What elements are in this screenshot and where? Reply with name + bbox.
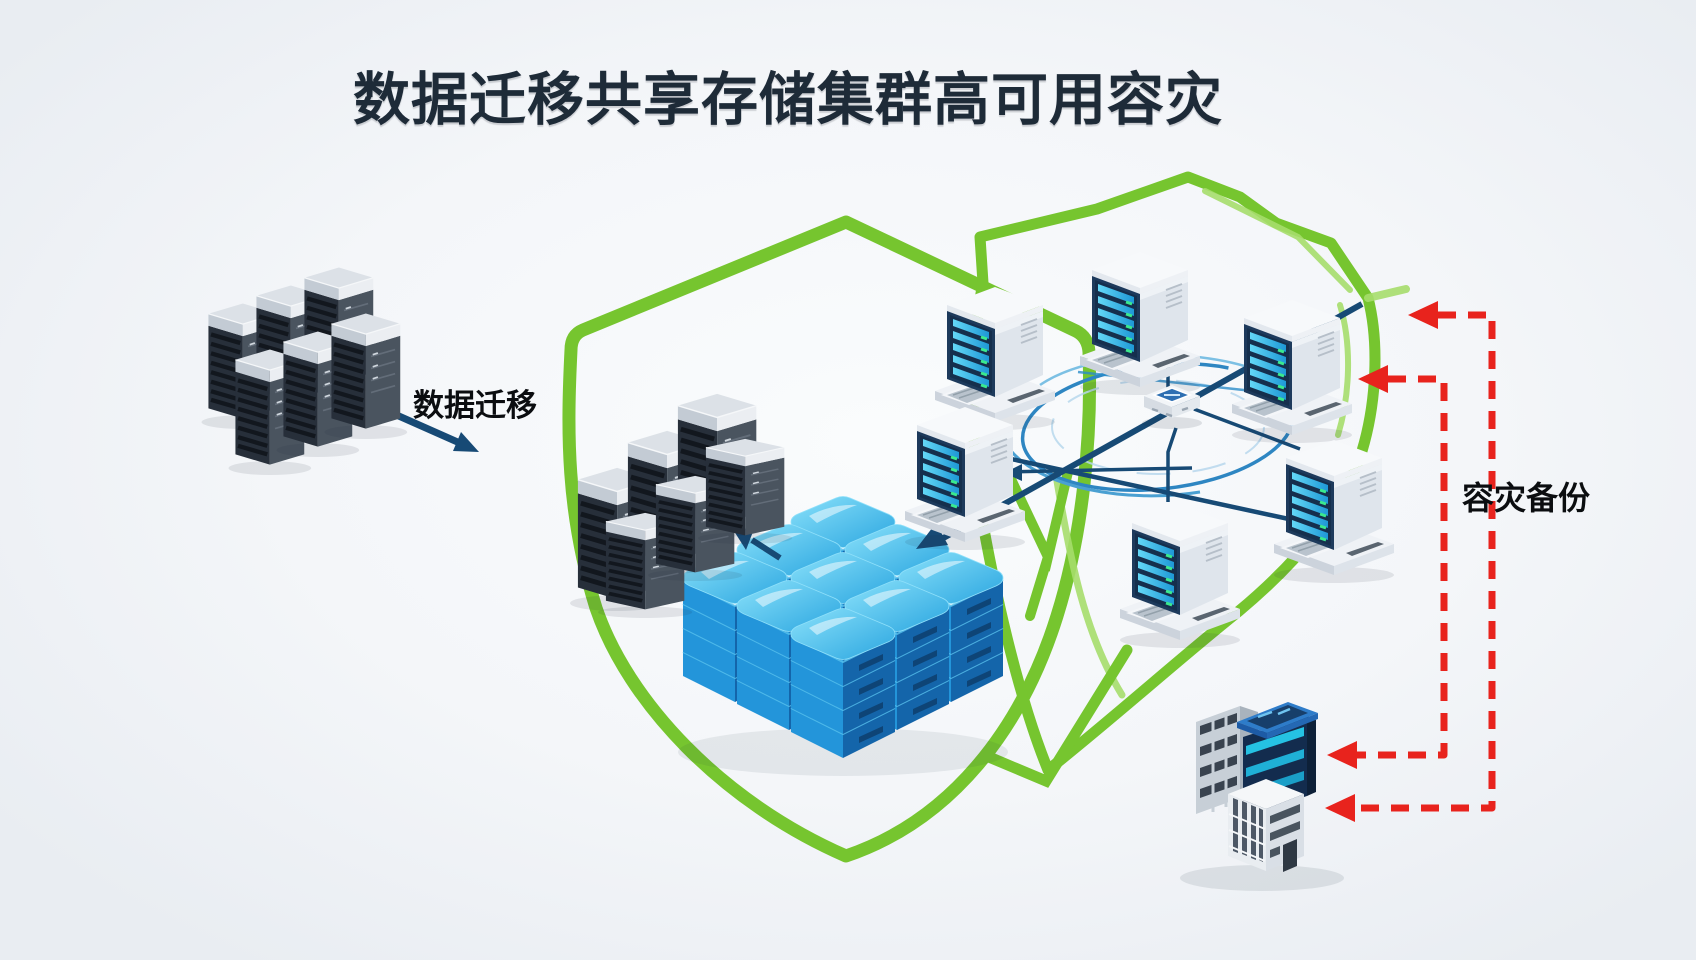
ring-dashed	[1051, 379, 1265, 475]
dr-backup-path-inner	[1357, 375, 1448, 759]
dr-site-buildings	[1180, 702, 1344, 891]
link-horizontal	[1005, 466, 1193, 474]
dr-backup-path-outer	[1355, 311, 1496, 812]
storage-cluster-cubes	[678, 497, 1008, 776]
shield-left	[562, 215, 1097, 863]
link-bottom-drop	[1166, 427, 1178, 502]
shield-left-outline	[562, 215, 1097, 863]
dr-arrowhead-top-inner	[1358, 365, 1388, 393]
link-diagonal	[1001, 454, 1299, 524]
dr-backup-paths	[1325, 301, 1496, 822]
shield-sketch-fragments	[983, 467, 1133, 788]
legacy-server-racks	[202, 267, 408, 475]
migration-label: 数据迁移	[413, 388, 537, 424]
dr-arrowhead-building-lower	[1325, 794, 1355, 822]
buildings-shadow	[1180, 865, 1344, 891]
dr-arrowhead-building-upper	[1327, 741, 1357, 769]
cluster-node-top-right	[1230, 298, 1354, 445]
cluster-node-mid-left	[903, 405, 1027, 552]
dr-building-office	[1228, 779, 1304, 872]
page-title: 数据迁移共享存储集群高可用容灾	[353, 67, 1223, 133]
migration-arrowhead	[453, 432, 479, 452]
dr-arrowhead-top-outer	[1408, 301, 1438, 329]
dr-backup-label: 容灾备份	[1462, 479, 1591, 517]
